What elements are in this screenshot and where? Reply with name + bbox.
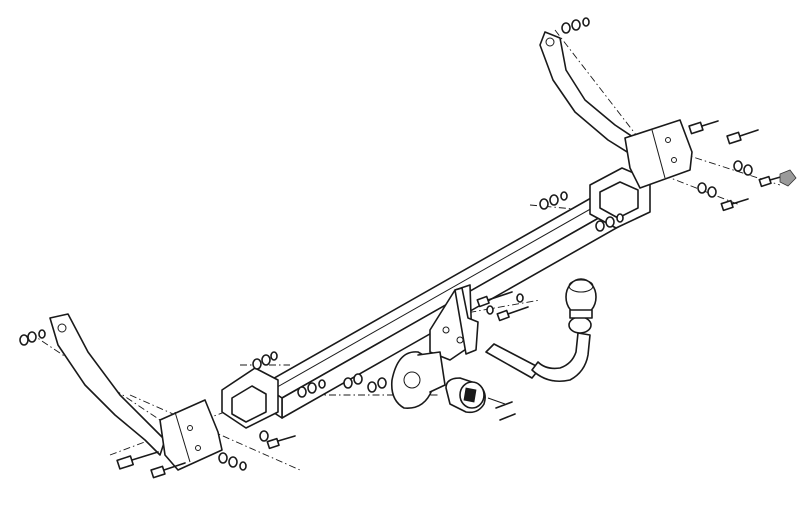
crossbar: [221, 167, 651, 429]
socket-plate: [390, 351, 446, 409]
bolt: [720, 198, 749, 212]
bolt: [726, 129, 759, 145]
protective-cap: [779, 169, 797, 187]
towbar-neck-with-ball: [485, 278, 597, 383]
bolt: [476, 291, 513, 308]
left-side-bracket: [49, 313, 223, 471]
right-side-bracket: [539, 31, 693, 189]
bolt: [266, 435, 296, 450]
bolt: [688, 120, 719, 135]
nuts-and-washers: [19, 17, 753, 471]
bolt: [150, 462, 186, 479]
bolts: [116, 120, 785, 479]
screw: [499, 413, 516, 421]
bolt: [496, 306, 529, 322]
screw: [495, 401, 513, 409]
electrical-socket: [445, 377, 506, 414]
bolt: [116, 451, 159, 470]
